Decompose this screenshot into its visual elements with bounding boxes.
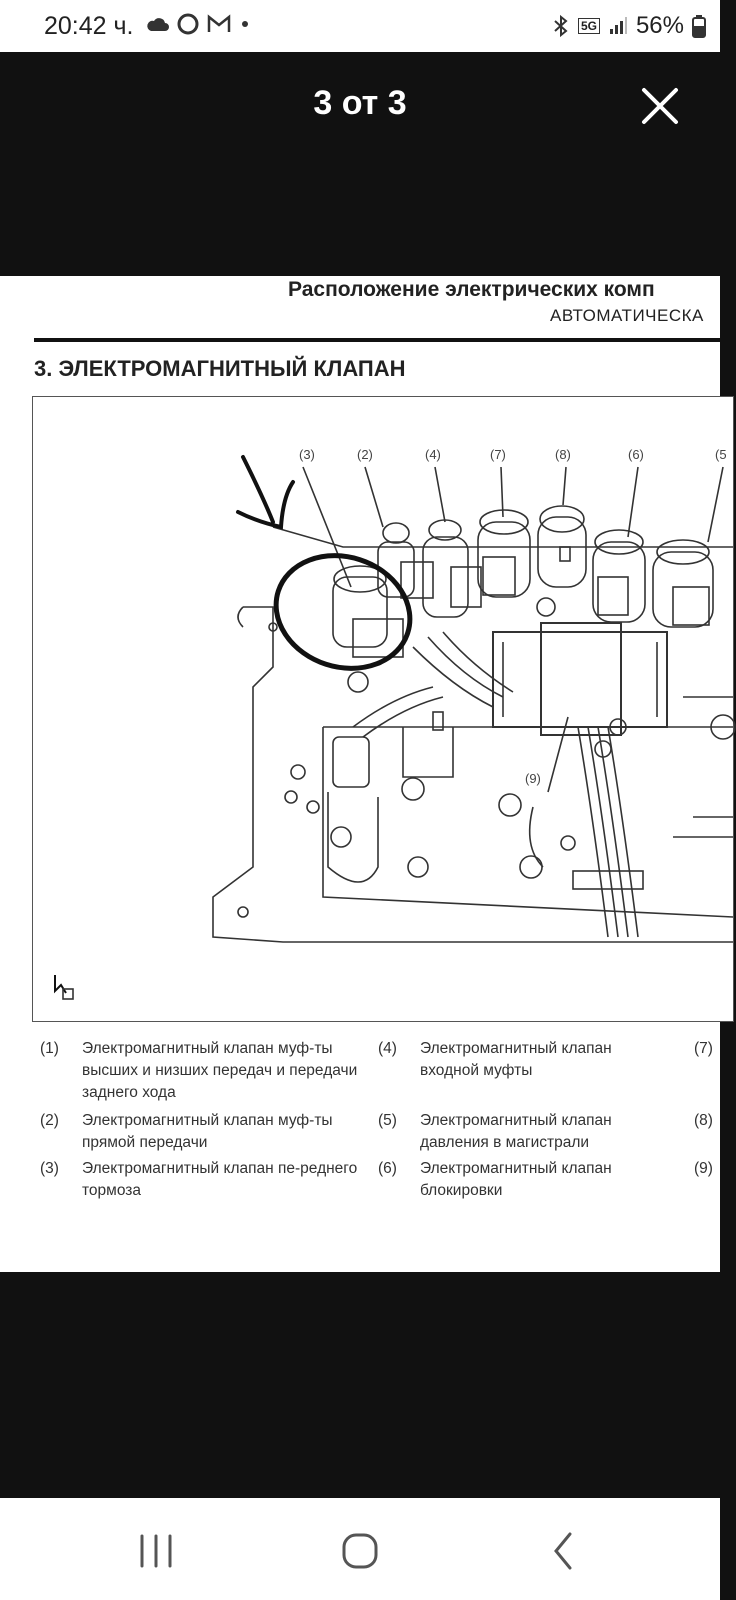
recent-apps-icon — [140, 1534, 172, 1568]
valve-body-drawing: (3) (2) (4) (7) (8) (6) (5 (9) — [54, 447, 736, 1000]
recent-apps-button[interactable] — [126, 1526, 186, 1576]
status-notification-icons — [146, 12, 252, 36]
legend-number: (3) — [40, 1160, 59, 1177]
status-bar: 20:42 ч. 5G 56% — [0, 0, 720, 52]
close-button[interactable] — [638, 84, 682, 128]
document-subtitle: АВТОМАТИЧЕСКА — [550, 306, 704, 325]
legend-text: Электромагнитный клапан блокировки — [420, 1160, 612, 1199]
viewer-footer — [0, 1272, 720, 1498]
battery-icon — [692, 15, 706, 38]
solenoid-diagram: (3) (2) (4) (7) (8) (6) (5 (9) — [32, 396, 736, 1022]
image-counter: 3 от 3 — [313, 84, 407, 122]
legend-item: (5) Электромагнитный клапан давления в м… — [378, 1110, 666, 1154]
gmail-icon — [207, 14, 231, 32]
legend-item: (1) Электромагнитный клапан муф-ты высши… — [40, 1038, 364, 1104]
header-rule — [34, 338, 720, 342]
legend-text: Электромагнитный клапан муф-ты высших и … — [82, 1040, 358, 1101]
close-icon — [642, 88, 678, 124]
legend-number: (2) — [40, 1112, 59, 1129]
callout-4: (4) — [425, 447, 441, 462]
legend-item: (2) Электромагнитный клапан муф-ты прямо… — [40, 1110, 364, 1154]
callout-3: (3) — [299, 447, 315, 462]
back-button[interactable] — [534, 1526, 594, 1576]
home-icon — [342, 1533, 378, 1569]
bluetooth-icon — [554, 14, 568, 38]
back-icon — [554, 1532, 572, 1570]
callout-5: (5 — [715, 447, 727, 462]
legend-number: (6) — [378, 1160, 397, 1177]
document-image: Расположение электрических комп АВТОМАТИ… — [0, 276, 736, 1272]
legend-item: (8) — [694, 1110, 736, 1132]
home-button[interactable] — [330, 1526, 390, 1576]
legend-text: Электромагнитный клапан давления в магис… — [420, 1112, 612, 1151]
circle-notification-icon — [177, 13, 199, 35]
legend-item: (3) Электромагнитный клапан пе-реднего т… — [40, 1158, 364, 1202]
callout-8: (8) — [555, 447, 571, 462]
callout-6: (6) — [628, 447, 644, 462]
callout-7: (7) — [490, 447, 506, 462]
callout-2: (2) — [357, 447, 373, 462]
callout-9: (9) — [525, 771, 541, 786]
section-heading: 3. ЭЛЕКТРОМАГНИТНЫЙ КЛАПАН — [34, 356, 406, 381]
legend-item: (6) Электромагнитный клапан блокировки — [378, 1158, 666, 1202]
document-title: Расположение электрических комп — [288, 278, 655, 301]
legend-number: (5) — [378, 1112, 397, 1129]
status-time: 20:42 ч. — [44, 12, 134, 40]
legend-number: (1) — [40, 1040, 59, 1057]
signal-icon — [609, 17, 627, 34]
viewer-header — [0, 52, 720, 276]
legend-number: (4) — [378, 1040, 397, 1057]
legend-number: (8) — [694, 1112, 713, 1129]
cloud-icon — [147, 18, 169, 31]
status-right: 5G 56% — [552, 12, 706, 40]
legend-item: (7) — [694, 1038, 736, 1060]
legend-item: (9) — [694, 1158, 736, 1180]
network-type: 5G — [577, 18, 600, 34]
legend-text: Электромагнитный клапан муф-ты прямой пе… — [82, 1112, 333, 1151]
legend-text: Электромагнитный клапан пе-реднего тормо… — [82, 1160, 358, 1199]
dot-icon — [242, 21, 248, 27]
legend-number: (9) — [694, 1160, 713, 1177]
legend-item: (4) Электромагнитный клапан входной муфт… — [378, 1038, 666, 1082]
legend-text: Электромагнитный клапан входной муфты — [420, 1040, 612, 1079]
legend-number: (7) — [694, 1040, 713, 1057]
navigation-bar — [0, 1498, 720, 1600]
battery-percent: 56% — [635, 12, 684, 39]
